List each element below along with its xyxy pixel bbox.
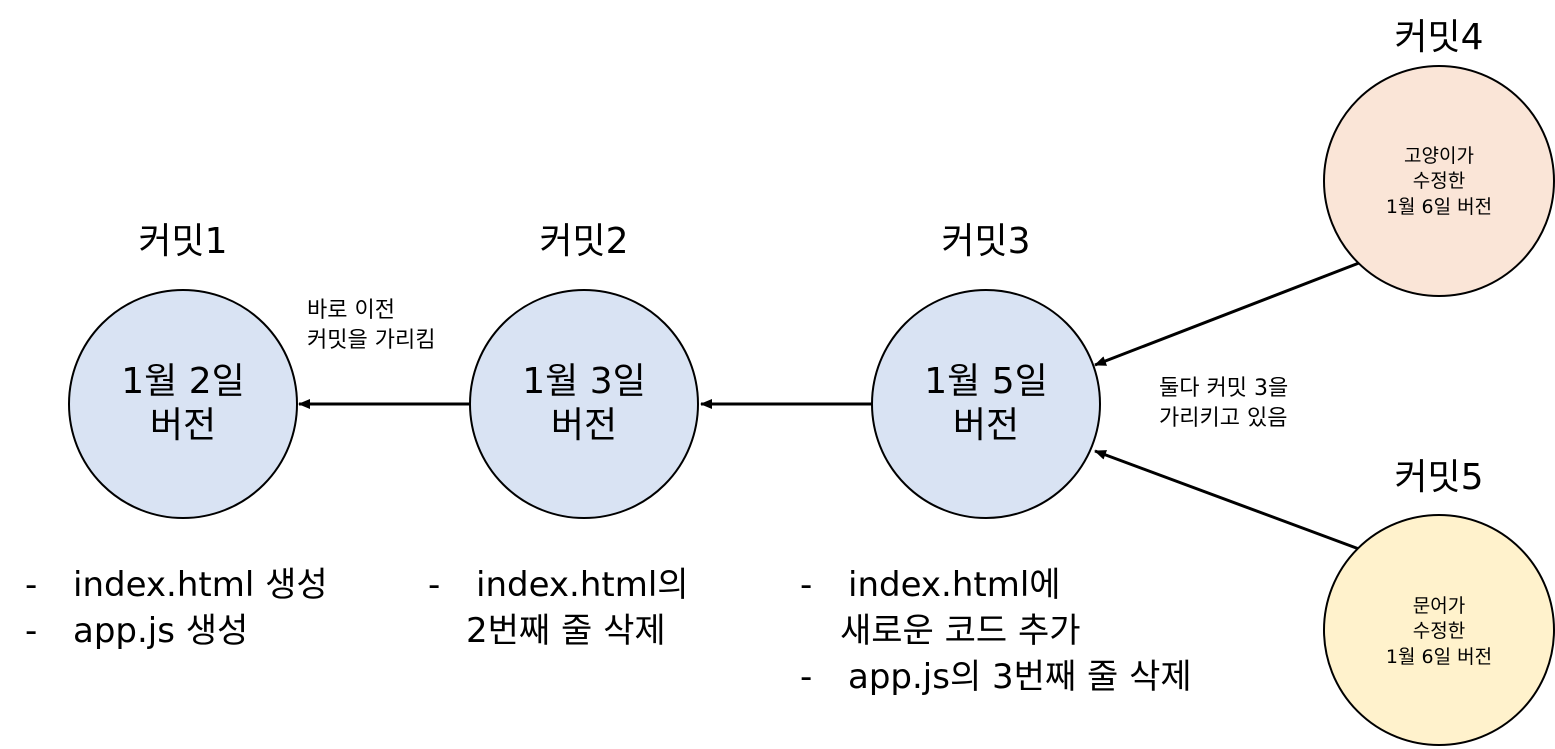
commit3-desc-item1: -index.html에 [800,562,1061,608]
arrow-commit5-to-commit3 [1094,449,1360,551]
commit1-title: 커밋1 [138,221,228,262]
commit1-desc-item2: -app.js 생성 [25,608,248,654]
commit2-title: 커밋2 [539,221,629,262]
commit4-date: 1월 6일 버전 [1385,196,1493,218]
commit1-desc-text2: app.js 생성 [73,611,249,651]
commit4-title: 커밋4 [1394,17,1484,58]
bullet-dash: - [428,565,441,605]
commit1-desc-item1: -index.html 생성 [25,562,328,608]
both-point-note-line1: 둘다 커밋 3을 [1159,376,1289,401]
commit3-desc-item2: -app.js의 3번째 줄 삭제 [800,654,1192,700]
prev-pointer-note-line2: 커밋을 가리킴 [307,328,436,353]
commit4-node [1323,65,1555,297]
commit2-date: 1월 3일 [522,361,646,402]
bullet-dash: - [800,565,813,605]
commit5-action: 수정한 [1412,620,1466,642]
commit3-title: 커밋3 [941,221,1031,262]
commit3-desc-text2: 새로운 코드 추가 [840,611,1081,651]
bullet-dash: - [800,657,813,697]
arrow-commit4-to-commit3 [1094,261,1360,367]
commit3-version: 버전 [952,405,1020,446]
commit5-author: 문어가 [1412,595,1466,617]
bullet-dash: - [25,565,38,605]
commit2-version: 버전 [550,405,618,446]
commit5-title: 커밋5 [1394,457,1484,498]
bullet-dash: - [25,611,38,651]
commit5-node [1323,514,1555,746]
commit3-date: 1월 5일 [924,361,1048,402]
commit2-node [469,289,699,519]
commit2-desc-item1-cont: 2번째 줄 삭제 [466,608,666,654]
commit3-desc-text1: index.html에 [848,565,1061,605]
both-point-note-line2: 가리키고 있음 [1159,406,1288,431]
commit1-node [68,289,298,519]
commit2-desc-text2: 2번째 줄 삭제 [466,611,666,651]
commit1-desc-text1: index.html 생성 [73,565,328,605]
commit3-node [871,289,1101,519]
commit4-author: 고양이가 [1404,145,1474,167]
commit2-desc-item1: -index.html의 [428,562,689,608]
commit1-date: 1월 2일 [121,361,245,402]
commit3-desc-text3: app.js의 3번째 줄 삭제 [848,657,1192,697]
commit3-desc-item1-cont: 새로운 코드 추가 [840,608,1081,654]
prev-pointer-note-line1: 바로 이전 [307,298,395,323]
commit4-action: 수정한 [1412,170,1466,192]
commit2-desc-text1: index.html의 [476,565,689,605]
commit1-version: 버전 [149,405,217,446]
commit5-date: 1월 6일 버전 [1385,646,1493,668]
